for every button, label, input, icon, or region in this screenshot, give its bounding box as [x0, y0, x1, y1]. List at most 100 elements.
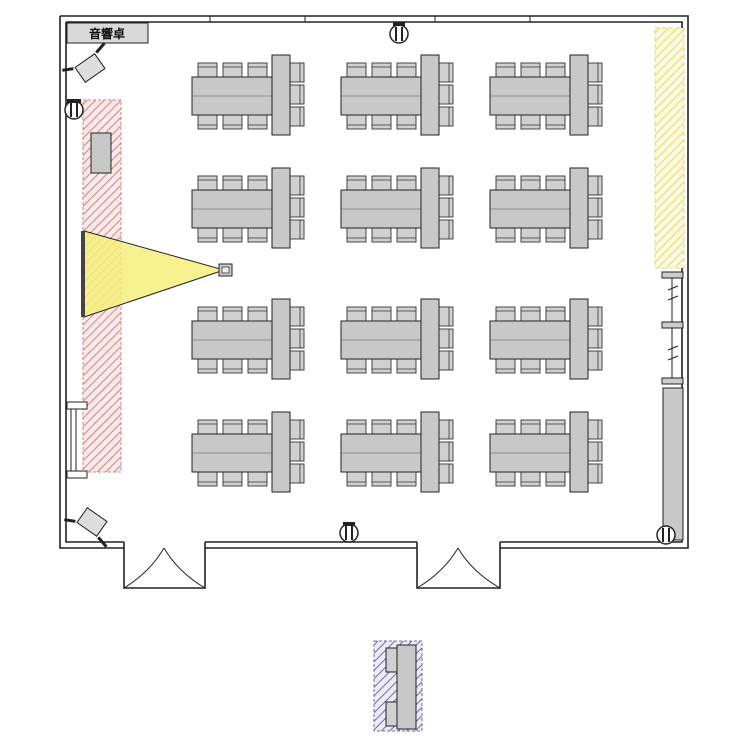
chair	[247, 419, 268, 435]
chair	[222, 227, 243, 243]
chair	[222, 114, 243, 130]
right-double-door	[416, 547, 501, 589]
chair	[247, 471, 268, 487]
chair	[495, 62, 516, 78]
chair	[545, 227, 566, 243]
chair	[197, 306, 218, 322]
chair	[289, 419, 305, 440]
chair	[520, 62, 541, 78]
chair	[247, 62, 268, 78]
projection-screen	[81, 230, 233, 318]
chair	[222, 306, 243, 322]
outlet-icon	[339, 522, 359, 543]
chair	[396, 114, 417, 130]
chair	[396, 419, 417, 435]
chair	[495, 175, 516, 191]
chair	[371, 306, 392, 322]
chair	[247, 114, 268, 130]
chair	[520, 471, 541, 487]
chair	[197, 471, 218, 487]
chair	[545, 114, 566, 130]
table-group	[489, 54, 603, 136]
chair	[587, 328, 603, 349]
chair	[371, 175, 392, 191]
chair	[346, 419, 367, 435]
chair	[495, 419, 516, 435]
chair	[346, 306, 367, 322]
chair	[197, 419, 218, 435]
chair	[545, 306, 566, 322]
chair	[247, 306, 268, 322]
chair	[545, 358, 566, 374]
chair	[438, 197, 454, 218]
table-groups	[191, 54, 603, 493]
chair	[222, 62, 243, 78]
chair	[346, 62, 367, 78]
outlet-icon	[389, 22, 409, 44]
chair	[346, 227, 367, 243]
storage-area	[654, 27, 685, 269]
chair	[545, 471, 566, 487]
speaker-bottom-left	[64, 507, 108, 548]
table	[420, 298, 440, 380]
outlet-icon	[656, 525, 676, 545]
room-walls	[59, 15, 689, 589]
chair	[247, 227, 268, 243]
chair	[587, 306, 603, 327]
left-double-door	[123, 547, 206, 589]
table-group	[340, 167, 454, 249]
table-group	[191, 54, 305, 136]
chair	[346, 114, 367, 130]
chair	[587, 84, 603, 105]
table	[569, 298, 589, 380]
chair	[197, 175, 218, 191]
chair	[545, 175, 566, 191]
chair	[587, 350, 603, 371]
chair	[371, 358, 392, 374]
chair	[587, 441, 603, 462]
chair	[396, 175, 417, 191]
chair	[495, 358, 516, 374]
chair	[222, 175, 243, 191]
chair	[587, 175, 603, 196]
chair	[520, 227, 541, 243]
chair	[197, 62, 218, 78]
chair	[520, 358, 541, 374]
table-group	[340, 54, 454, 136]
speaker-top-left	[62, 42, 106, 83]
sound-desk-label: 音響卓	[89, 26, 125, 41]
chair	[495, 227, 516, 243]
chair	[396, 62, 417, 78]
chair	[520, 419, 541, 435]
chair	[587, 219, 603, 240]
chair	[438, 419, 454, 440]
chair	[222, 471, 243, 487]
chair	[371, 419, 392, 435]
chair	[222, 358, 243, 374]
chair	[247, 358, 268, 374]
lectern	[373, 640, 423, 732]
table	[271, 54, 291, 136]
chair	[371, 471, 392, 487]
table	[420, 54, 440, 136]
table	[569, 167, 589, 249]
table-group	[191, 411, 305, 493]
chair	[371, 62, 392, 78]
table-group	[340, 298, 454, 380]
chair	[438, 463, 454, 484]
chair	[289, 219, 305, 240]
chair	[438, 62, 454, 83]
chair	[587, 463, 603, 484]
table	[569, 411, 589, 493]
chair	[197, 358, 218, 374]
chair	[371, 227, 392, 243]
table	[420, 411, 440, 493]
table	[271, 298, 291, 380]
chair	[222, 419, 243, 435]
chair	[396, 471, 417, 487]
right-wall-fixtures	[661, 271, 684, 541]
chair	[289, 306, 305, 327]
outlet-icon	[64, 99, 84, 120]
stage-table	[90, 132, 112, 174]
